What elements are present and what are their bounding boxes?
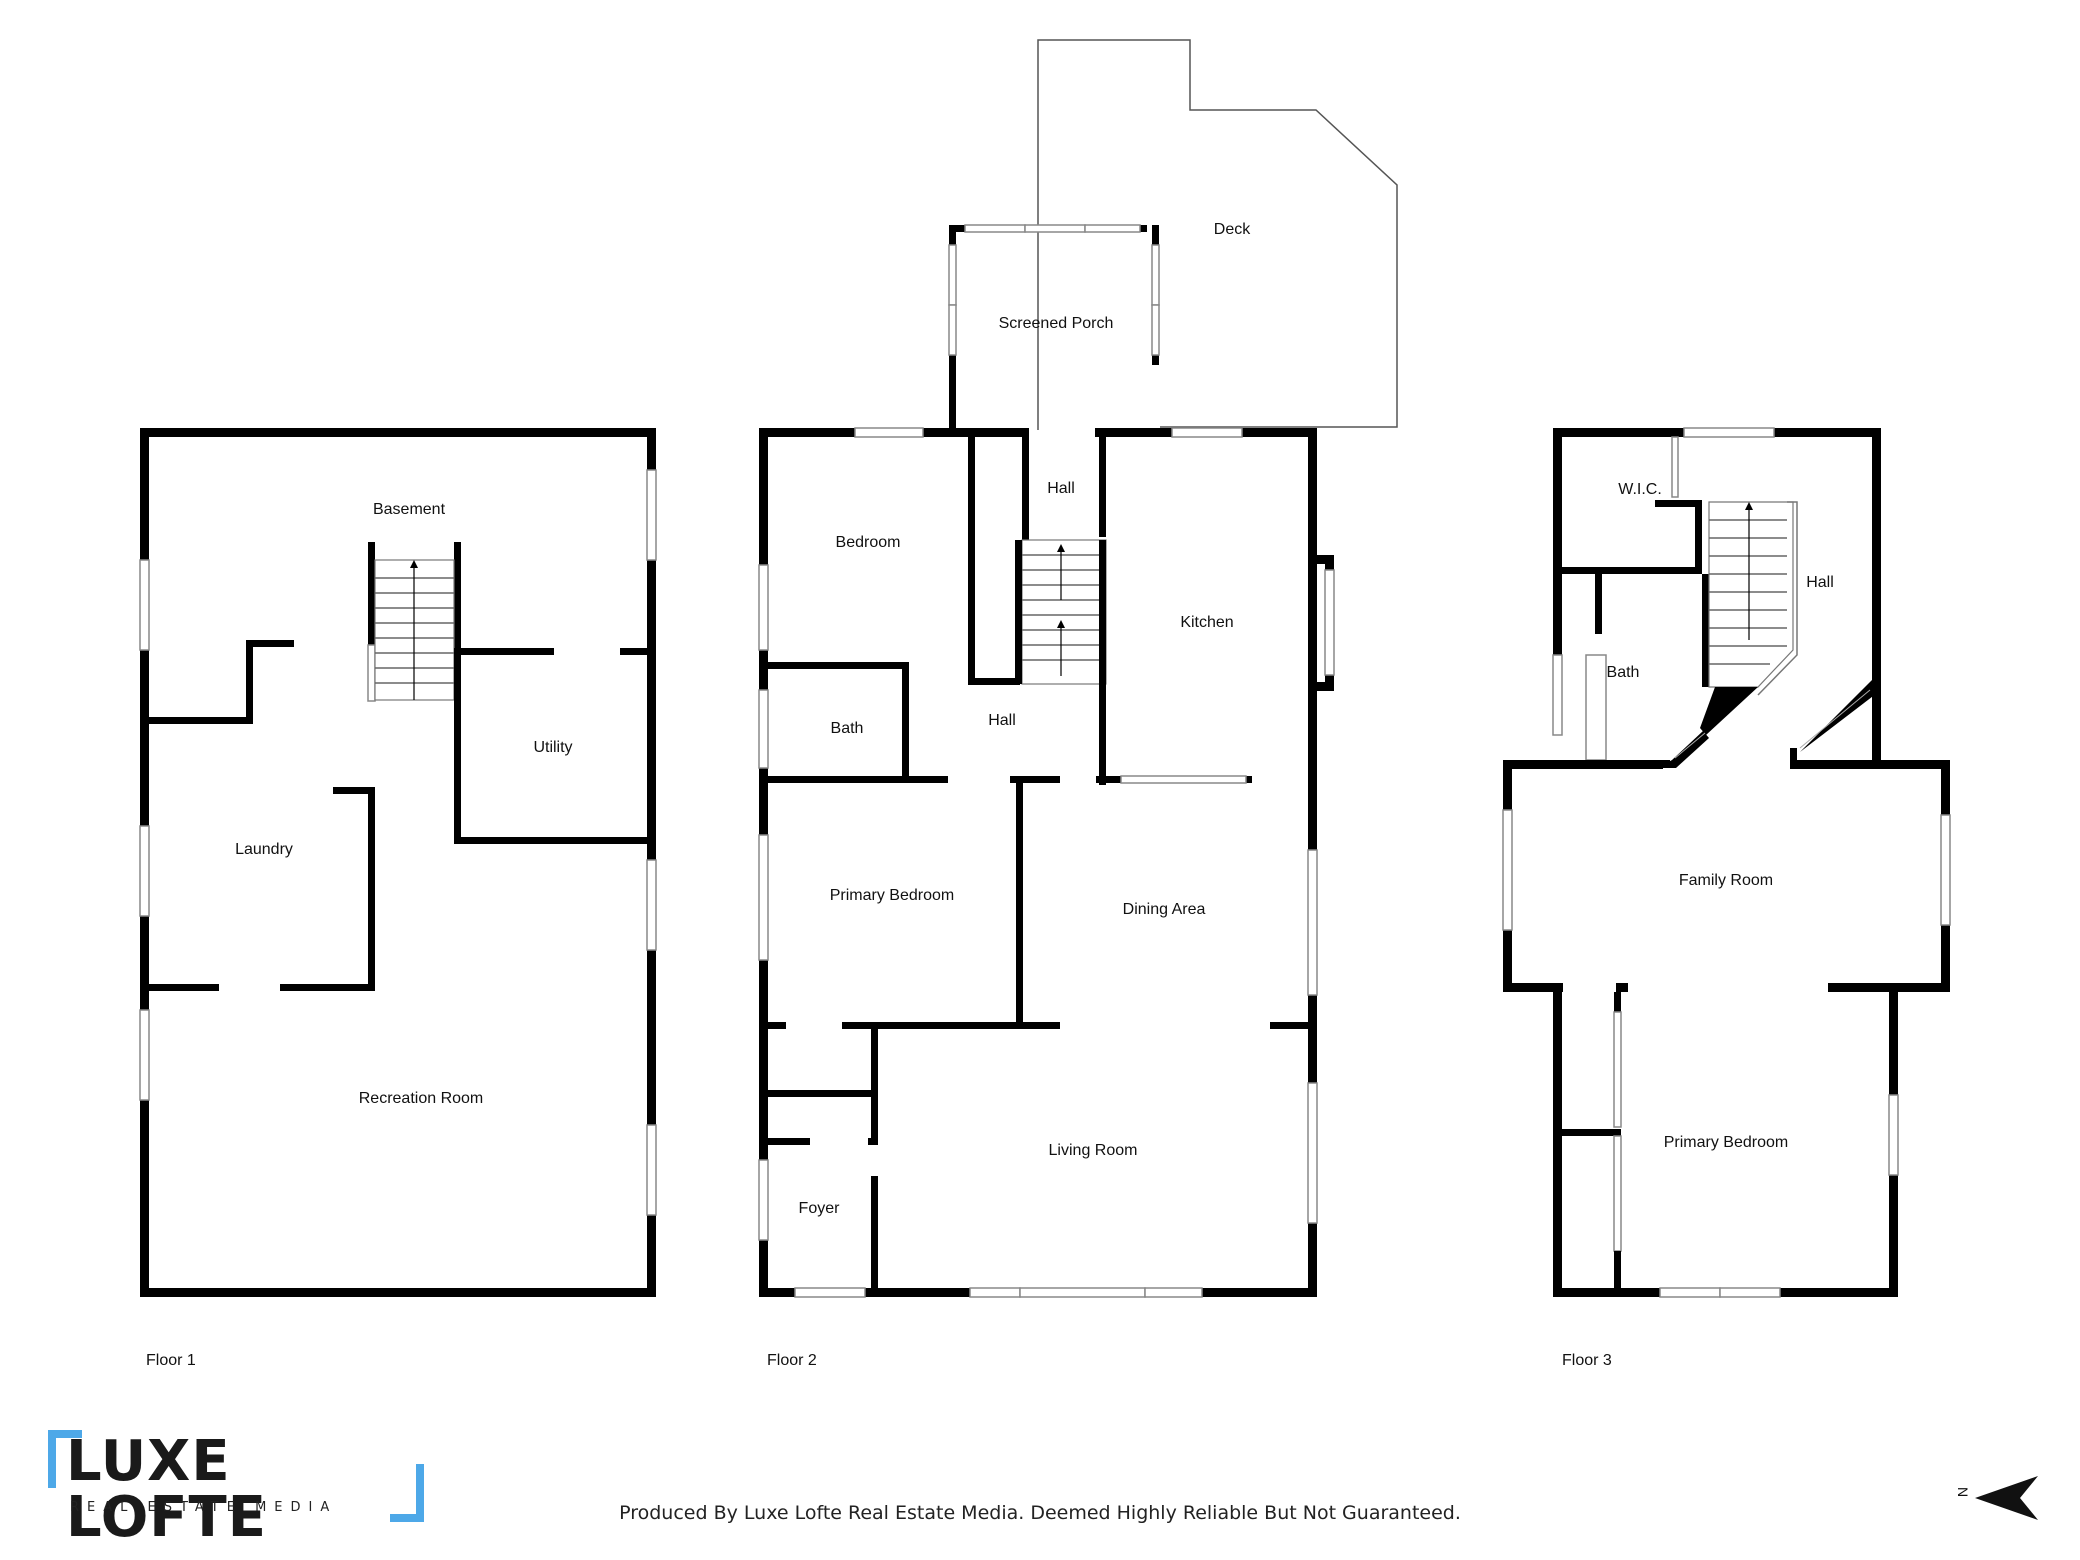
floor-label-1: Floor 1 [146,1352,196,1369]
room-label-hall-mid: Hall [988,712,1016,729]
room-label-basement: Basement [373,501,446,518]
floor-2-stairs [1015,539,1107,690]
floor-3-stairs [1708,501,1798,696]
floor-3-plan [1502,427,1951,1298]
room-label-deck: Deck [1214,221,1251,238]
room-label-foyer: Foyer [799,1200,841,1217]
floor-1-stairs [374,559,455,701]
north-arrow-icon [1975,1476,2038,1520]
logo-name: LUXE LOFTE [66,1429,267,1550]
room-label-family-room: Family Room [1679,872,1773,889]
room-label-hall-top: Hall [1047,480,1075,497]
room-label-dining-area: Dining Area [1123,901,1206,918]
logo-tagline: REAL ESTATE MEDIA [70,1500,338,1515]
compass: N [1950,1468,2050,1528]
room-label-bedroom: Bedroom [836,534,901,551]
room-label-screened-porch: Screened Porch [999,315,1114,332]
floor-label-2: Floor 2 [767,1352,817,1369]
room-label-recreation-room: Recreation Room [359,1090,484,1107]
room-label-bath: Bath [831,720,864,737]
room-label-living-room: Living Room [1049,1142,1138,1159]
brand-logo: LUXE LOFTE REAL ESTATE MEDIA [48,1430,448,1546]
floor-label-3: Floor 3 [1562,1352,1612,1369]
room-label-hall: Hall [1806,574,1834,591]
floor-2-plan [758,39,1398,1298]
footer-credit: Produced By Luxe Lofte Real Estate Media… [619,1502,1461,1524]
floor-1-plan [139,428,657,1297]
room-label-laundry: Laundry [235,841,293,858]
room-label-utility: Utility [533,739,572,756]
logo-bracket-left [48,1430,82,1488]
deck-outline [1037,39,1398,430]
logo-bracket-right [390,1464,424,1522]
room-label-kitchen: Kitchen [1180,614,1233,631]
compass-label: N [1955,1486,1972,1498]
room-label-primary-bedroom: Primary Bedroom [830,887,954,904]
room-label-bath-3: Bath [1607,664,1640,681]
room-label-wic: W.I.C. [1618,481,1662,498]
room-label-primary-bedroom-3: Primary Bedroom [1664,1134,1788,1151]
